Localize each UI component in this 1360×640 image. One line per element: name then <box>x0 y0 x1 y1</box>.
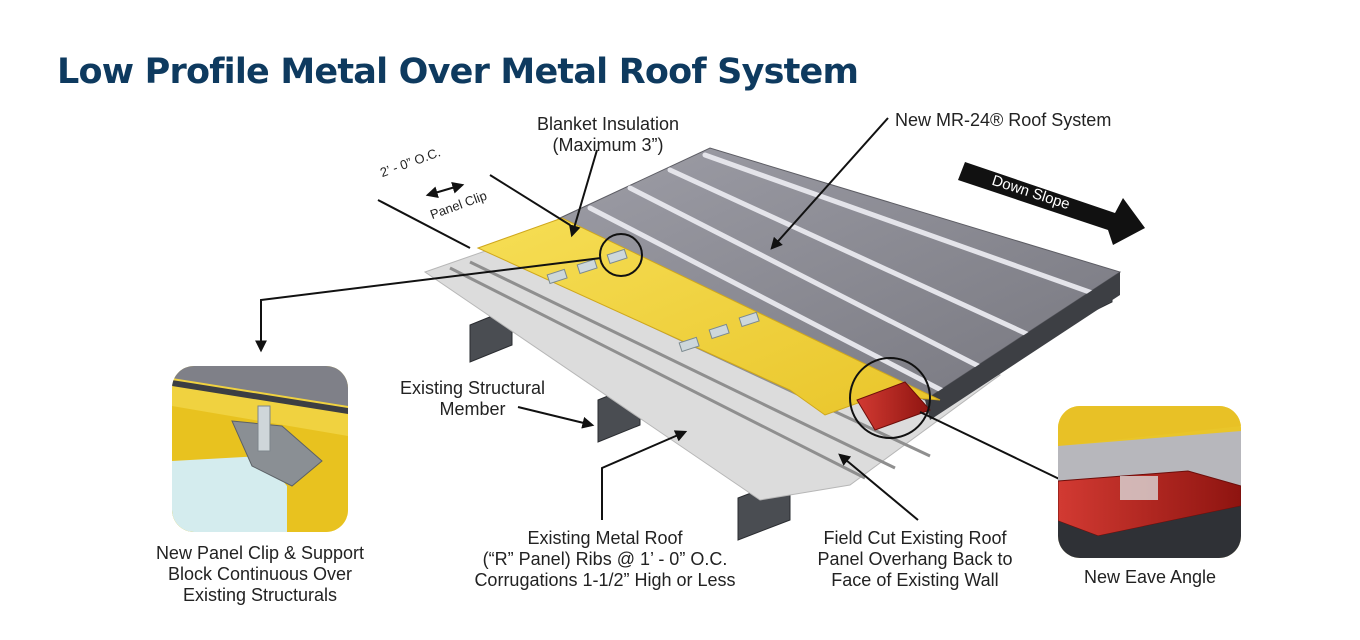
blanket-insulation-label: Blanket Insulation (Maximum 3”) <box>536 114 680 155</box>
new-roof-system-label: New MR-24® Roof System <box>895 110 1112 130</box>
roof-panel-eave-edge <box>925 272 1120 420</box>
leader-lines <box>255 117 1079 521</box>
existing-metal-roof-label: Existing Metal Roof (“R” Panel) Ribs @ 1… <box>474 528 736 590</box>
field-cut-label: Field Cut Existing Roof Panel Overhang B… <box>817 528 1013 590</box>
panel-clip-callout-circle <box>599 233 643 277</box>
new-panel-ribs <box>587 152 1098 395</box>
down-slope-arrow <box>958 162 1145 245</box>
panel-clip-detail-inset <box>172 366 348 532</box>
new-eave-angle-label: New Eave Angle <box>1083 567 1217 587</box>
eave-angle <box>856 381 931 431</box>
panel-clip-support-label: New Panel Clip & Support Block Continuou… <box>155 543 365 605</box>
eave-callout-circle <box>849 357 931 439</box>
eave-angle-detail-inset <box>1058 406 1241 558</box>
panel-clips <box>546 248 760 353</box>
page-title: Low Profile Metal Over Metal Roof System <box>57 52 859 92</box>
existing-structural-member-label: Existing Structural Member <box>399 378 546 419</box>
